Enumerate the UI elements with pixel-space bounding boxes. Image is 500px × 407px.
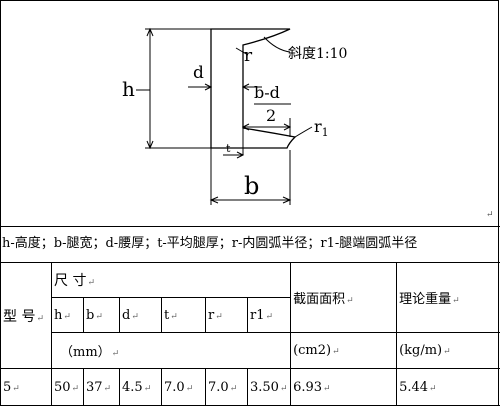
model-header: 型 号 (3, 308, 36, 325)
h-label: h (122, 77, 135, 101)
d-dimension (188, 83, 262, 91)
area-header-cell: 截面面积↵ (290, 262, 398, 333)
value-t-cell: 7.0↵ (161, 368, 206, 406)
model-value-cell: 5↵ (0, 368, 52, 406)
bd-denominator: 2 (266, 106, 276, 125)
weight-unit: (kg/m) (399, 343, 443, 358)
area-unit: (cm2) (293, 343, 332, 358)
slope-label: 斜度1:10 (288, 46, 347, 62)
dim-header-t: t↵ (161, 297, 206, 333)
t-label: t (226, 142, 231, 155)
value-r-cell: 7.0↵ (205, 368, 248, 406)
r1-label: r1 (314, 117, 329, 139)
dim-header-h: h↵ (51, 297, 84, 333)
value-h-cell: 50↵ (51, 368, 84, 406)
model-header-cell: 型 号↵ (0, 262, 52, 369)
size-unit-cell: （mm）↵ (50, 332, 292, 369)
channel-section-diagram: h d r 斜度1:10 b-d 2 r1 (122, 27, 494, 220)
dim-header-r1: r1↵ (246, 297, 292, 333)
spec-table: 型 号↵ 尺 寸↵ 截面面积↵ 理论重量↵ h↵ b↵ d↵ t↵ r↵ r1↵… (0, 262, 500, 406)
dim-header-d: d↵ (119, 297, 162, 333)
dim-header-r: r↵ (205, 297, 248, 333)
b-label: b (244, 172, 259, 200)
size-unit: （mm） (60, 345, 111, 360)
paragraph-mark: ↵ (486, 210, 494, 220)
r-label: r (244, 46, 253, 66)
weight-value-cell: 5.44↵ (396, 368, 500, 406)
b-dimension (209, 148, 292, 205)
d-label: d (193, 63, 204, 83)
value-r1-cell: 3.50↵ (246, 368, 292, 406)
weight-header: 理论重量 (399, 292, 452, 307)
weight-header-cell: 理论重量↵ (396, 262, 500, 333)
channel-profile (210, 28, 297, 149)
r1-leader (294, 126, 313, 138)
weight-unit-cell: (kg/m)↵ (396, 332, 500, 369)
bd-numerator: b-d (254, 83, 280, 102)
table-header-row-1: 型 号↵ 尺 寸↵ 截面面积↵ 理论重量↵ (0, 262, 500, 369)
symbol-legend: h-高度；b-腿宽；d-腰厚；t-平均腿厚；r-内圆弧半径；r1-腿端圆弧半径 (0, 226, 500, 262)
dim-header-b: b↵ (83, 297, 120, 333)
bd-dimension (241, 103, 292, 137)
table-header-row-2: h↵ b↵ d↵ t↵ r↵ r1↵ (1, 297, 500, 333)
legend-text: h-高度；b-腿宽；d-腰厚；t-平均腿厚；r-内圆弧半径；r1-腿端圆弧半径 (2, 236, 418, 251)
value-b-cell: 37↵ (83, 368, 120, 406)
value-d-cell: 4.5↵ (119, 368, 162, 406)
size-header: 尺 寸 (54, 273, 87, 289)
t-dimension (223, 120, 245, 159)
table-row: 5↵ 50↵ 37↵ 4.5↵ 7.0↵ 7.0↵ 3.50↵ 6.93↵ 5.… (0, 368, 500, 406)
h-dimension (136, 27, 211, 150)
size-header-cell: 尺 寸↵ (50, 262, 292, 298)
area-unit-cell: (cm2)↵ (290, 332, 398, 369)
r-leader (235, 36, 291, 56)
channel-steel-drawing: h d r 斜度1:10 b-d 2 r1 (122, 27, 347, 205)
area-value-cell: 6.93↵ (290, 368, 398, 406)
table-unit-row: （mm）↵ (cm2)↵ (kg/m)↵ (1, 332, 500, 369)
area-header: 截面面积 (293, 292, 346, 307)
